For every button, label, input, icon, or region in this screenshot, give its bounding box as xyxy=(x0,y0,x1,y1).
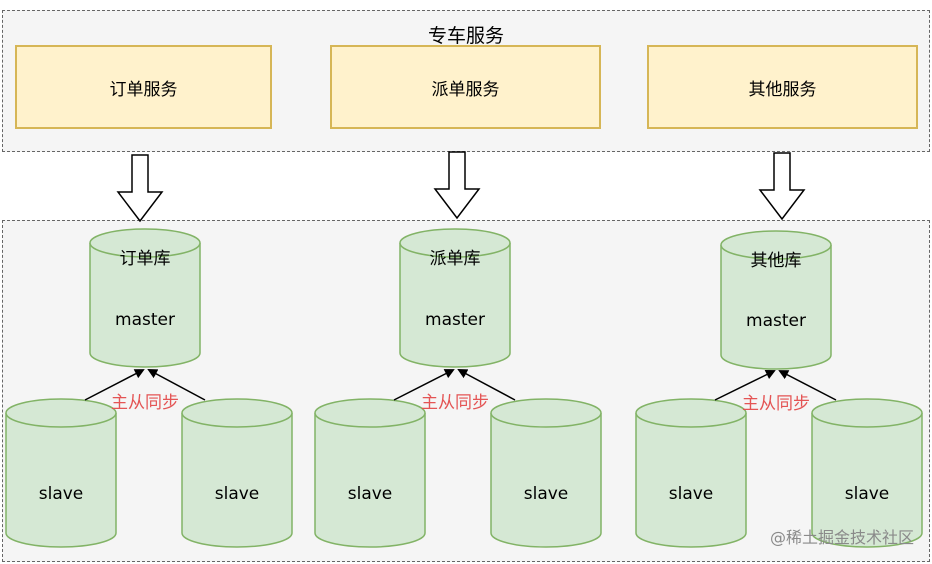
order-db-name: 订单库 xyxy=(119,249,171,269)
dispatch-sync-arrow-left xyxy=(393,369,455,401)
order-sync-arrow-right xyxy=(147,369,206,401)
dispatch-slave-right-cylinder xyxy=(490,398,602,548)
order-master-label: master xyxy=(115,310,175,330)
watermark: @稀土掘金技术社区 xyxy=(769,528,914,547)
other-db-cylinder xyxy=(720,230,832,370)
other-slave-left-cylinder xyxy=(635,398,747,548)
dispatch-slave-right-label: slave xyxy=(523,484,569,504)
order-db-cylinder xyxy=(89,228,201,368)
down-arrow-2 xyxy=(433,151,481,220)
order-slave-right-label: slave xyxy=(214,484,260,504)
service-group-title: 专车服务 xyxy=(427,25,504,47)
dispatch-db-cylinder xyxy=(399,228,511,368)
down-arrow-1 xyxy=(116,154,164,223)
dispatch-master-label: master xyxy=(425,310,485,330)
order-sync-arrow-left xyxy=(84,369,145,401)
dispatch-db-name: 派单库 xyxy=(429,249,481,269)
other-slave-right-label: slave xyxy=(844,484,890,504)
order-sync-label: 主从同步 xyxy=(111,393,179,413)
other-master-label: master xyxy=(746,311,806,331)
other-sync-label: 主从同步 xyxy=(742,394,810,414)
dispatch-sync-arrow-right xyxy=(457,369,516,401)
other-service-box: 其他服务 xyxy=(647,45,918,129)
dispatch-service-box: 派单服务 xyxy=(330,45,601,129)
other-slave-right-cylinder xyxy=(811,398,923,548)
other-service-label: 其他服务 xyxy=(748,79,817,100)
other-slave-left-label: slave xyxy=(668,484,714,504)
order-service-box: 订单服务 xyxy=(15,45,272,129)
order-slave-left-cylinder xyxy=(5,398,117,548)
dispatch-slave-left-cylinder xyxy=(314,398,426,548)
other-sync-arrow-right xyxy=(778,370,837,401)
order-slave-right-cylinder xyxy=(181,398,293,548)
down-arrow-3 xyxy=(758,152,806,221)
other-db-name: 其他库 xyxy=(750,251,802,271)
order-slave-left-label: slave xyxy=(38,484,84,504)
dispatch-sync-label: 主从同步 xyxy=(421,393,489,413)
dispatch-slave-left-label: slave xyxy=(347,484,393,504)
other-sync-arrow-left xyxy=(714,370,776,401)
dispatch-service-label: 派单服务 xyxy=(431,79,500,100)
order-service-label: 订单服务 xyxy=(109,79,178,100)
